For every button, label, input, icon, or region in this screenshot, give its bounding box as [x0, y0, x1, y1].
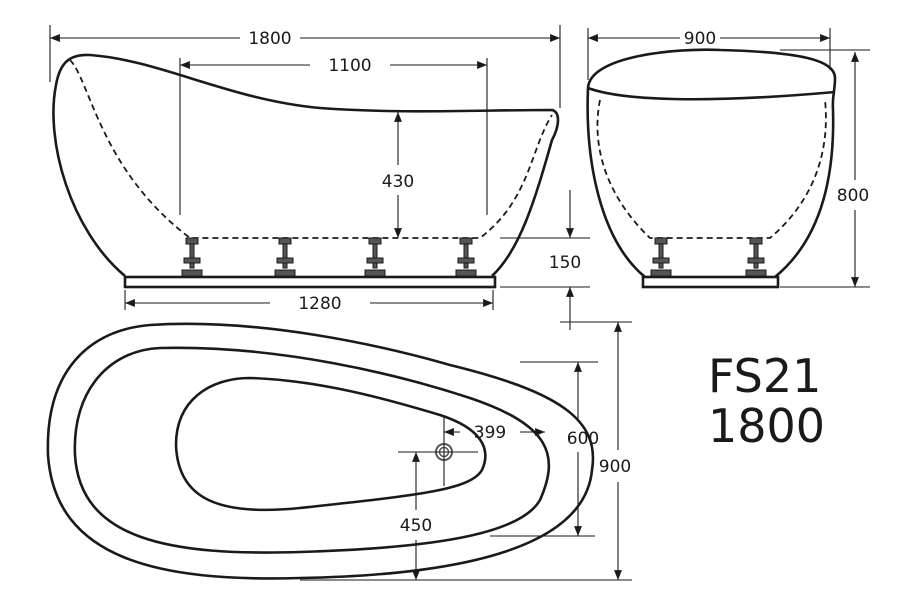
side-base	[123, 275, 497, 289]
dim-inner-length: 1100	[328, 56, 371, 76]
dim-height: 800	[837, 186, 869, 206]
leg-4	[455, 237, 477, 277]
leg-3	[364, 237, 386, 277]
drain-icon	[398, 416, 478, 486]
dim-outer-width: 900	[599, 457, 631, 477]
model-code: FS21	[708, 349, 821, 403]
dim-drain-offset: 399	[474, 423, 506, 443]
top-outer-rim	[46, 322, 595, 580]
end-base	[641, 275, 780, 289]
inner-dashed-outline	[69, 59, 553, 239]
dim-depth: 430	[382, 172, 414, 192]
dim-width: 900	[684, 29, 716, 49]
leg-1	[181, 237, 203, 277]
dim-inner-width: 600	[567, 429, 599, 449]
leg-2	[274, 237, 296, 277]
model-size: 1800	[708, 399, 825, 453]
dim-base-length: 1280	[298, 294, 341, 314]
top-inner-rim	[73, 346, 551, 554]
dim-leg-height: 150	[549, 253, 581, 273]
dim-drain-from-edge: 450	[400, 516, 432, 536]
adjustable-legs	[181, 237, 477, 277]
side-outline	[52, 53, 560, 277]
side-view: 1800 1100 430 1280 150	[49, 25, 590, 330]
top-view: 399 600 900 450	[46, 321, 632, 581]
top-basin	[174, 376, 487, 512]
end-outline	[586, 48, 837, 279]
end-view: 900 800	[586, 28, 870, 289]
dim-length: 1800	[248, 29, 291, 49]
